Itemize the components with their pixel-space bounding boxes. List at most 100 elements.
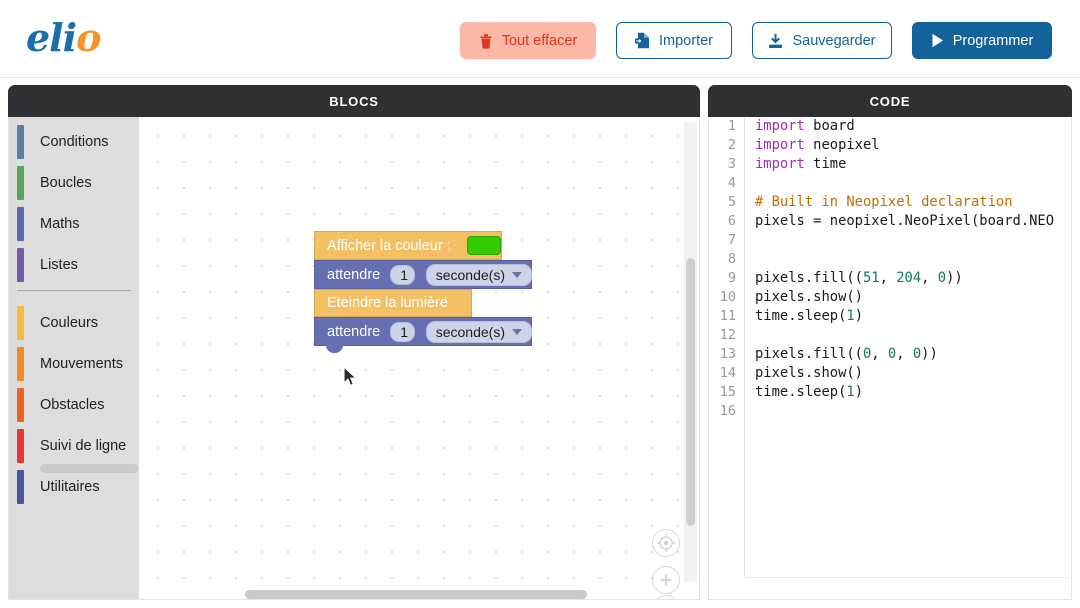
sidebar-item-listes[interactable]: Listes: [9, 244, 139, 285]
clear-all-button[interactable]: Tout effacer: [460, 22, 596, 59]
code-line-number: 9: [727, 270, 736, 286]
category-color-swatch: [17, 206, 24, 241]
chevron-down-icon: [512, 271, 522, 278]
code-token: ): [854, 384, 863, 400]
sidebar-item-suivi-de-ligne[interactable]: Suivi de ligne: [9, 425, 139, 466]
block-show-color[interactable]: Afficher la couleur :: [314, 231, 502, 260]
code-panel-title: CODE: [869, 93, 911, 109]
block-unit-dropdown[interactable]: seconde(s): [425, 320, 532, 343]
sidebar-item-maths[interactable]: Maths: [9, 203, 139, 244]
code-line-number: 10: [719, 289, 736, 305]
code-token: 0: [937, 270, 947, 286]
category-color-swatch: [17, 305, 24, 340]
code-token: board: [804, 118, 855, 134]
code-line-number: 5: [727, 194, 736, 210]
code-horizontal-scrollbar-thumb[interactable]: [40, 464, 138, 473]
code-line-number: 15: [719, 384, 736, 400]
import-button[interactable]: Importer: [616, 22, 732, 59]
category-color-swatch: [17, 346, 24, 381]
block-wait[interactable]: attendre 1 seconde(s): [314, 317, 532, 353]
category-divider: [17, 290, 131, 291]
sidebar-item-boucles[interactable]: Boucles: [9, 162, 139, 203]
sidebar-item-label: Couleurs: [40, 314, 99, 331]
sidebar-item-label: Listes: [40, 256, 78, 273]
zoom-in-icon[interactable]: [652, 566, 680, 594]
code-line-number: 7: [727, 232, 736, 248]
code-token: 0: [862, 346, 872, 362]
code-line: [745, 326, 1071, 345]
trash-icon: [479, 33, 493, 49]
block-unit-dropdown[interactable]: seconde(s): [425, 263, 532, 286]
code-token: ,: [871, 346, 888, 362]
code-line: pixels.show(): [745, 364, 1071, 383]
code-line: import neopixel: [745, 136, 1071, 155]
center-target-icon[interactable]: [652, 529, 680, 557]
chevron-down-icon: [512, 328, 522, 335]
code-token: pixels.fill((: [755, 346, 863, 362]
code-token: pixels = neopixel.NeoPixel(board.NEO: [755, 213, 1055, 229]
code-token: 0: [912, 346, 922, 362]
sidebar-item-label: Maths: [40, 215, 80, 232]
code-token: 1: [846, 308, 855, 324]
code-token: ,: [896, 346, 913, 362]
sidebar-item-label: Mouvements: [40, 355, 124, 372]
code-token: import: [755, 118, 805, 134]
blocks-horizontal-scrollbar-thumb[interactable]: [245, 590, 587, 599]
category-color-swatch: [17, 428, 24, 463]
category-color-swatch: [17, 469, 24, 504]
save-button[interactable]: Sauvegarder: [752, 22, 892, 59]
sidebar-item-couleurs[interactable]: Couleurs: [9, 302, 139, 343]
block-connector-nub: [326, 345, 343, 353]
category-color-swatch: [17, 124, 24, 159]
block-turn-off-light[interactable]: Eteindre la lumière: [314, 289, 472, 317]
code-line-number: 1: [727, 118, 736, 134]
block-wait[interactable]: attendre 1 seconde(s): [314, 260, 532, 289]
code-line-number: 4: [727, 175, 736, 191]
app-logo: elio: [26, 14, 101, 62]
code-line: # Built in Neopixel declaration: [745, 193, 1071, 212]
code-token: 51: [862, 270, 880, 286]
block-label: Afficher la couleur :: [327, 237, 451, 254]
blocks-panel-header: BLOCS: [8, 85, 700, 117]
block-number-field[interactable]: 1: [390, 264, 415, 285]
code-horizontal-scrollbar-track[interactable]: [745, 577, 1071, 595]
clear-all-label: Tout effacer: [501, 32, 578, 49]
code-line-number: 6: [727, 213, 736, 229]
code-line: pixels.fill((0, 0, 0)): [745, 345, 1071, 364]
blocks-canvas[interactable]: Afficher la couleur : attendre 1 seconde(s)…: [139, 117, 699, 599]
code-line: time.sleep(1): [745, 383, 1071, 402]
code-line: pixels = neopixel.NeoPixel(board.NEO: [745, 212, 1071, 231]
block-label: attendre: [327, 266, 381, 283]
sidebar-item-label: Suivi de ligne: [40, 437, 127, 454]
sidebar-item-obstacles[interactable]: Obstacles: [9, 384, 139, 425]
file-import-icon: [635, 32, 650, 49]
blocks-vertical-scrollbar-thumb[interactable]: [686, 258, 695, 526]
code-line: [745, 231, 1071, 250]
program-button[interactable]: Programmer: [912, 22, 1052, 59]
sidebar-item-mouvements[interactable]: Mouvements: [9, 343, 139, 384]
code-token: pixels.fill((: [755, 270, 863, 286]
top-bar: elio Tout effacer Importer Sauvegarder P…: [0, 0, 1080, 78]
block-color-swatch[interactable]: [466, 236, 501, 255]
sidebar-item-conditions[interactable]: Conditions: [9, 121, 139, 162]
logo-text-accent: o: [76, 15, 101, 60]
code-line-number: 14: [719, 365, 736, 381]
code-token: 0: [887, 346, 897, 362]
code-line: [745, 402, 1071, 421]
sidebar-item-utilitaires[interactable]: Utilitaires: [9, 466, 139, 507]
code-token: # Built in Neopixel declaration: [755, 194, 1013, 210]
category-color-swatch: [17, 165, 24, 200]
sidebar-item-label: Boucles: [40, 174, 92, 191]
code-token: ): [854, 308, 863, 324]
sidebar-item-label: Utilitaires: [40, 478, 100, 495]
code-line-number: 12: [719, 327, 736, 343]
block-number-field[interactable]: 1: [390, 321, 415, 342]
code-line: import time: [745, 155, 1071, 174]
code-token: time: [804, 156, 847, 172]
block-label: attendre: [327, 323, 381, 340]
code-token: 204: [896, 270, 922, 286]
code-line: import board: [745, 117, 1071, 136]
